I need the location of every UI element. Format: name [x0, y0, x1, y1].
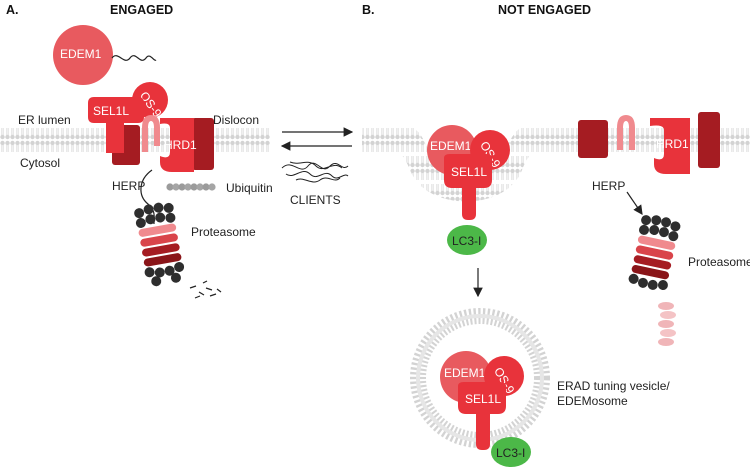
edem1-label-vesicle: EDEM1: [444, 366, 486, 380]
edem1-label-a: EDEM1: [60, 47, 102, 61]
arrow-to-proteasome-b: [626, 191, 643, 215]
herp-label-a: HERP: [112, 179, 145, 193]
hrd1-label-a: HRD1: [164, 138, 197, 152]
degraded-fragment: [658, 302, 676, 346]
peptide-fragments: [189, 280, 222, 299]
er-lumen-label: ER lumen: [18, 113, 71, 127]
client-chain-a: [111, 55, 157, 61]
clients-tangle: [281, 161, 349, 183]
hrd1-label-b: HRD1: [656, 137, 689, 151]
lc3-label-vesicle: LC3-I: [496, 446, 525, 460]
hrd1-protein-a: HRD1: [160, 118, 197, 172]
lc3-protein-b: LC3-I: [447, 225, 487, 255]
herp-label-b: HERP: [592, 179, 625, 193]
hrd1-protein-b: HRD1: [650, 118, 690, 174]
dislocon-block-right: [192, 118, 214, 170]
herp-loop-b: [617, 114, 635, 150]
sel1l-protein-vesicle: SEL1L: [458, 382, 506, 450]
vesicle-label-line1: ERAD tuning vesicle/: [557, 379, 670, 393]
edem1-label-b: EDEM1: [430, 139, 472, 153]
edem1-protein-a: EDEM1: [53, 25, 113, 85]
lc3-label-b: LC3-I: [452, 234, 481, 248]
panel-a-title: ENGAGED: [110, 3, 173, 17]
clients-label: CLIENTS: [290, 193, 341, 207]
cytosol-label: Cytosol: [20, 156, 60, 170]
dislocon-block-b-left: [578, 120, 608, 158]
sel1l-label-b: SEL1L: [451, 165, 487, 179]
ubiquitin-label: Ubiquitin: [226, 181, 273, 195]
panel-b-title: NOT ENGAGED: [498, 3, 591, 17]
dislocon-label: Dislocon: [213, 113, 259, 127]
sel1l-protein-a: SEL1L: [88, 97, 144, 153]
proteasome-a: [134, 202, 185, 287]
vesicle-label-line2: EDEMosome: [557, 394, 628, 408]
membrane-b: [362, 124, 750, 202]
sel1l-label-vesicle: SEL1L: [465, 392, 501, 406]
proteasome-label-b: Proteasome: [688, 255, 750, 269]
proteasome-label-a: Proteasome: [191, 225, 256, 239]
lc3-protein-vesicle: LC3-I: [491, 437, 531, 467]
dislocon-block-b-right: [698, 112, 720, 168]
panel-a-letter: A.: [6, 3, 19, 17]
proteasome-b: [628, 215, 681, 291]
sel1l-label-a: SEL1L: [93, 104, 129, 118]
sel1l-protein-b: SEL1L: [444, 154, 492, 220]
panel-b-letter: B.: [362, 3, 375, 17]
ubiquitin-chain: [166, 183, 216, 191]
herp-loop-a: [142, 114, 160, 152]
